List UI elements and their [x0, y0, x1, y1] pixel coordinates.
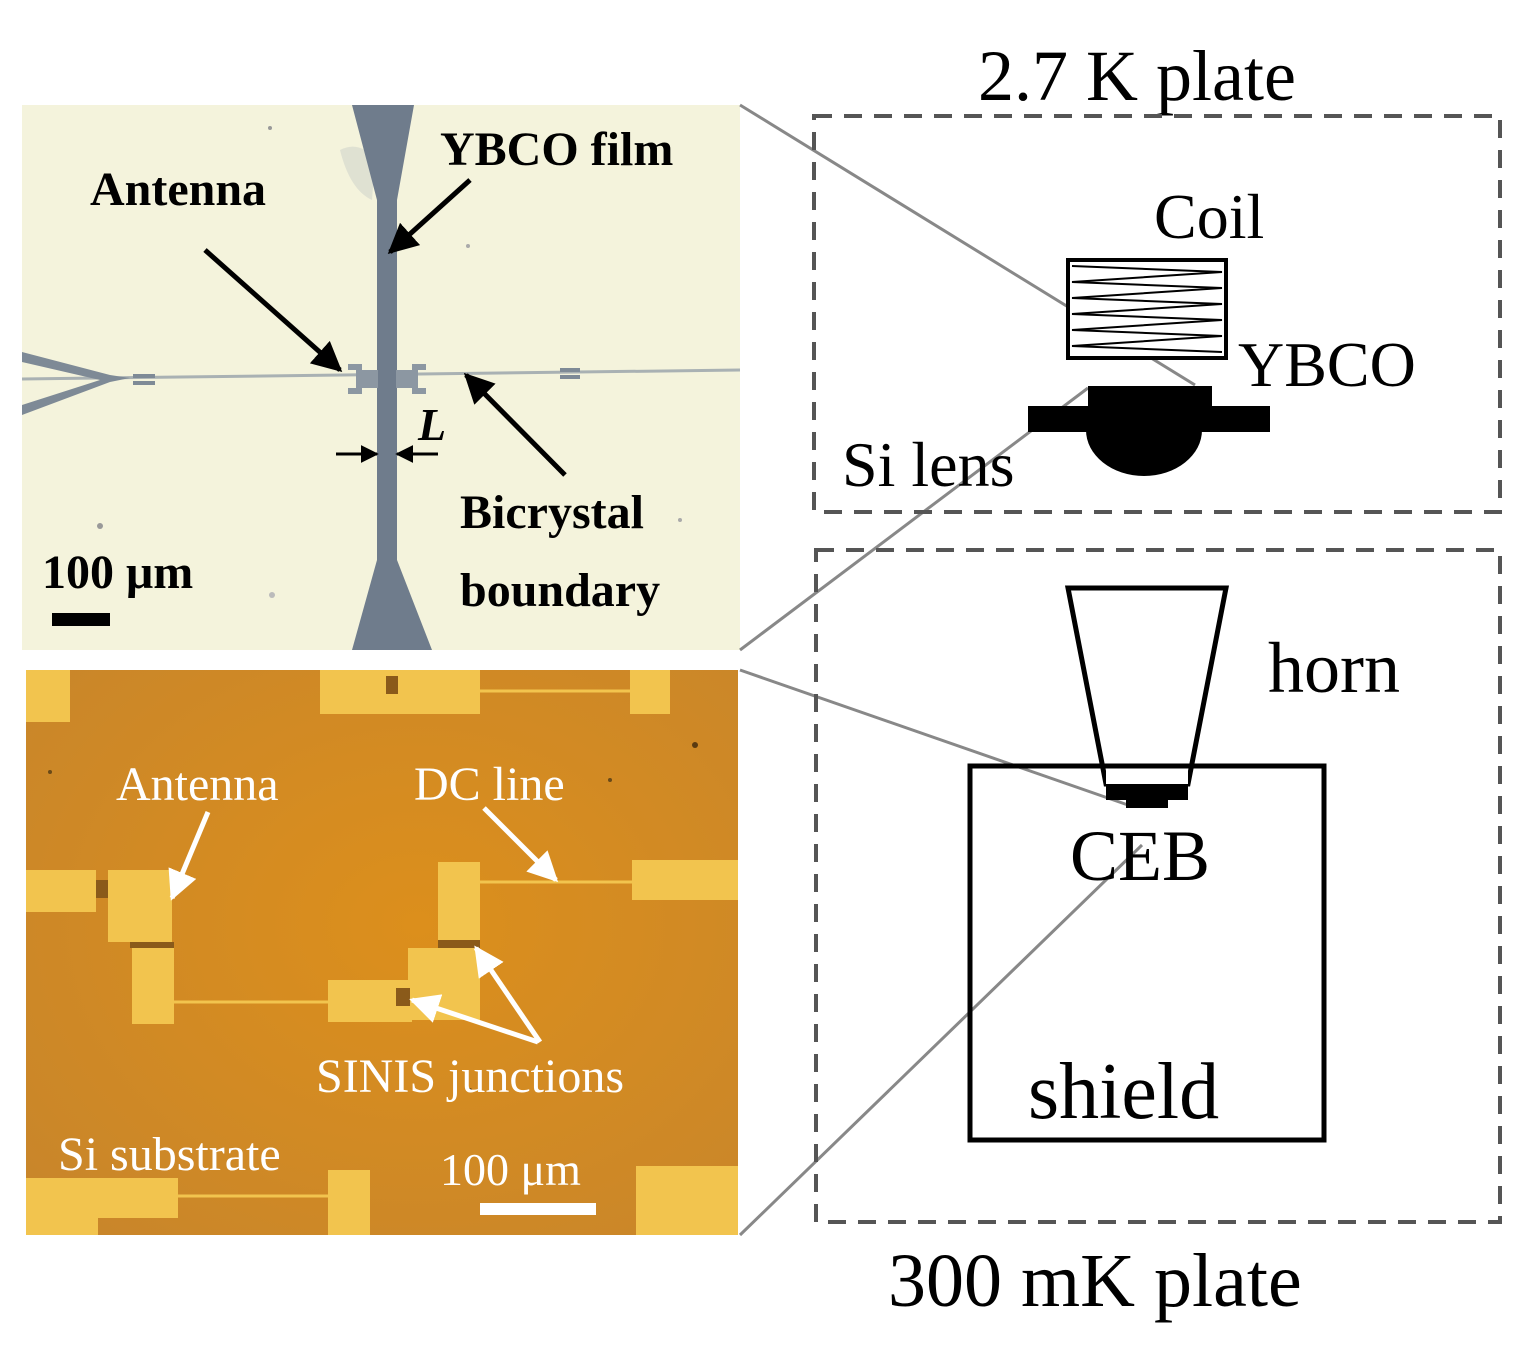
- antenna-gap-left: [133, 374, 155, 378]
- antenna-label: Antenna: [90, 163, 266, 216]
- horn-label: horn: [1268, 628, 1400, 708]
- bottom-scale-label: 100 μm: [440, 1144, 581, 1195]
- pad: [96, 1178, 178, 1218]
- ybco-annotations: YBCO film Antenna L Bicrystal boundary 1…: [42, 123, 673, 626]
- si-lens-symbol: [1028, 386, 1270, 476]
- antenna-gap-right-2: [560, 375, 580, 379]
- antenna-label-bottom: Antenna: [116, 758, 279, 811]
- ybco-label: YBCO: [1238, 329, 1416, 400]
- dc-line-arrow: [482, 806, 559, 883]
- antenna-pad-left: [348, 364, 378, 394]
- pad: [636, 1166, 716, 1235]
- sinis-arrow-left: [409, 994, 539, 1045]
- cryostat-schematic: 2.7 K plate Coil YBCO Si lens horn CEB s…: [812, 36, 1502, 1323]
- speck: [692, 742, 698, 748]
- connector-bottom-lower: [738, 843, 1144, 1237]
- junction-gap: [130, 942, 174, 948]
- coil-windings: [1071, 265, 1223, 353]
- pad: [26, 1178, 98, 1235]
- plate-bottom-box: [814, 548, 1502, 1224]
- ceb-chip-bottom: [1126, 798, 1168, 808]
- horn-mouth-fill: [1106, 770, 1188, 784]
- antenna-arrow: [203, 248, 343, 372]
- speck: [269, 592, 275, 598]
- si-lens-label: Si lens: [842, 429, 1014, 500]
- junction-gap: [96, 880, 108, 898]
- speck: [48, 770, 52, 774]
- sinis-label: SINIS junctions: [316, 1050, 624, 1103]
- bottom-scale-bar: [480, 1203, 596, 1215]
- horn-symbol: [1064, 585, 1230, 787]
- bicrystal-label-line1: Bicrystal: [460, 486, 644, 539]
- ybco-micrograph: [22, 105, 740, 650]
- pad: [410, 670, 480, 714]
- antenna-v-feed: [22, 352, 130, 415]
- junction-gap: [396, 988, 410, 1006]
- length-label: L: [417, 399, 446, 450]
- pad: [710, 860, 738, 900]
- lens-top: [1088, 386, 1212, 408]
- pad-array: [26, 670, 738, 1235]
- bicrystal-arrow: [463, 372, 567, 477]
- junction-gaps: [96, 676, 480, 1006]
- ceb-micrograph: [26, 670, 738, 1235]
- pad: [712, 1166, 738, 1235]
- pad: [438, 862, 480, 942]
- antenna-arrow-bottom: [168, 811, 211, 901]
- antenna-gap-right: [560, 368, 580, 372]
- top-scale-bar: [52, 613, 110, 626]
- junction-gap: [386, 676, 398, 694]
- speck: [268, 126, 272, 130]
- antenna-pad-right: [396, 364, 426, 394]
- antenna-gap-left-2: [133, 381, 155, 385]
- pad: [26, 870, 96, 912]
- speck: [678, 518, 682, 522]
- pad: [328, 1170, 370, 1235]
- ceb-chip: [1106, 784, 1188, 800]
- substrate-label: Si substrate: [58, 1128, 281, 1181]
- ybco-strip: [352, 105, 432, 650]
- pad: [630, 670, 670, 714]
- speck: [97, 523, 103, 529]
- coil-symbol: [1066, 258, 1228, 360]
- shield-label: shield: [1028, 1048, 1219, 1136]
- connector-bottom-upper: [739, 668, 1129, 807]
- top-scale-label: 100 μm: [42, 546, 193, 599]
- ybco-film-label: YBCO film: [440, 123, 673, 176]
- sinis-arrow-right: [473, 945, 543, 1044]
- speck: [466, 244, 470, 248]
- speck: [468, 1088, 472, 1092]
- pad: [108, 870, 172, 942]
- lens-mount: [1028, 406, 1270, 432]
- plate-top-box: [812, 114, 1502, 514]
- ybco-film-arrow: [387, 178, 472, 255]
- coil-label: Coil: [1154, 181, 1264, 252]
- ceb-label: CEB: [1070, 816, 1210, 896]
- ceb-annotations: Antenna DC line SINIS junctions Si subst…: [58, 758, 624, 1215]
- speck: [608, 778, 612, 782]
- pad: [632, 860, 714, 900]
- plate-top-label: 2.7 K plate: [978, 36, 1296, 116]
- lens-hemisphere: [1086, 430, 1202, 476]
- surface-stain: [340, 146, 375, 200]
- pad: [132, 948, 174, 1024]
- pad: [26, 670, 70, 722]
- bicrystal-label-line2: boundary: [460, 564, 660, 617]
- pad: [320, 670, 412, 714]
- dc-line-label: DC line: [414, 758, 565, 811]
- plate-bottom-label: 300 mK plate: [888, 1239, 1302, 1323]
- junction-gap: [438, 940, 480, 948]
